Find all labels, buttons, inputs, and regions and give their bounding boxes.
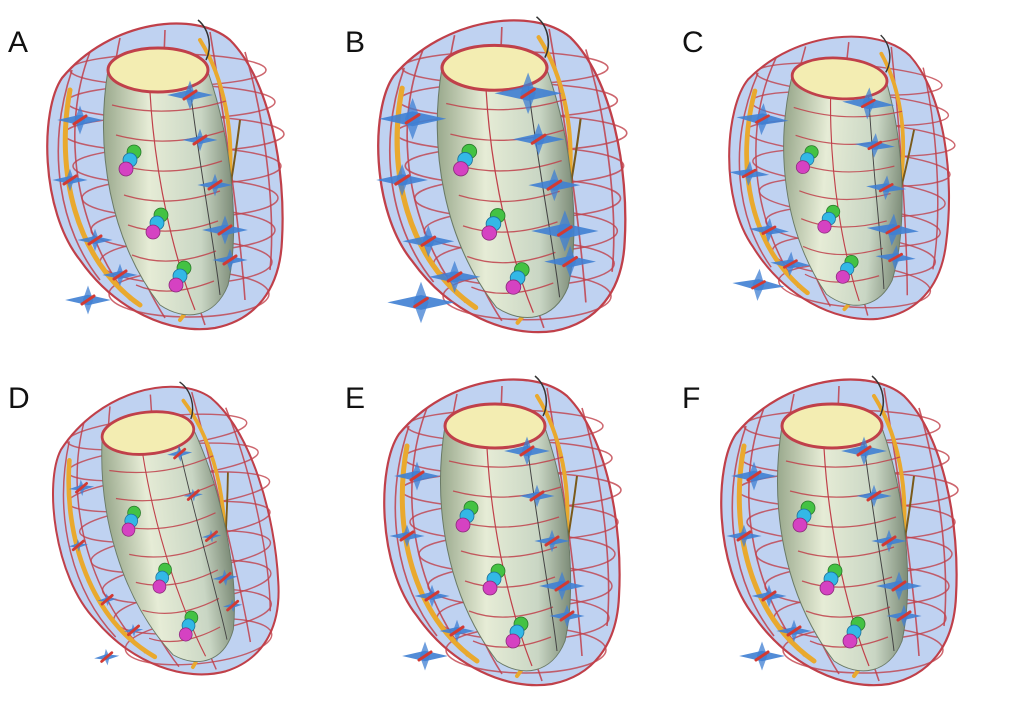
heart-model-svg [337,356,674,712]
heart-group [384,376,621,685]
heart-model-svg [337,0,674,356]
panel-label: C [682,26,704,60]
cavity-rim [445,404,545,448]
heart-panel-e: E [337,356,674,712]
heart-group [42,374,289,689]
heart-group [718,25,962,324]
marker-magenta [843,634,857,648]
marker-magenta [793,518,807,532]
cavity-rim [782,404,882,448]
heart-panel-c: C [674,0,1011,356]
marker-magenta [146,225,160,239]
marker-magenta [506,634,520,648]
heart-panel-f: F [674,356,1011,712]
cavity-rim [108,48,208,92]
heart-group [47,20,284,329]
marker-magenta [119,162,133,176]
panel-label: F [682,382,700,416]
heart-panel-d: D [0,356,337,712]
heart-group [376,17,627,332]
marker-magenta [456,518,470,532]
panel-label: A [8,26,28,60]
heart-panel-b: B [337,0,674,356]
marker-magenta [820,581,834,595]
marker-magenta [506,280,521,294]
heart-model-svg [674,0,1011,356]
heart-group [721,376,958,685]
marker-magenta [454,162,469,176]
heart-panel-a: A [0,0,337,356]
marker-magenta [483,581,497,595]
marker-magenta [169,278,183,292]
heart-model-svg [674,356,1011,712]
panel-label: E [345,382,365,416]
heart-model-svg [0,356,337,712]
panel-label: B [345,26,365,60]
heart-model-svg [0,0,337,356]
marker-magenta [482,226,497,240]
panel-label: D [8,382,30,416]
